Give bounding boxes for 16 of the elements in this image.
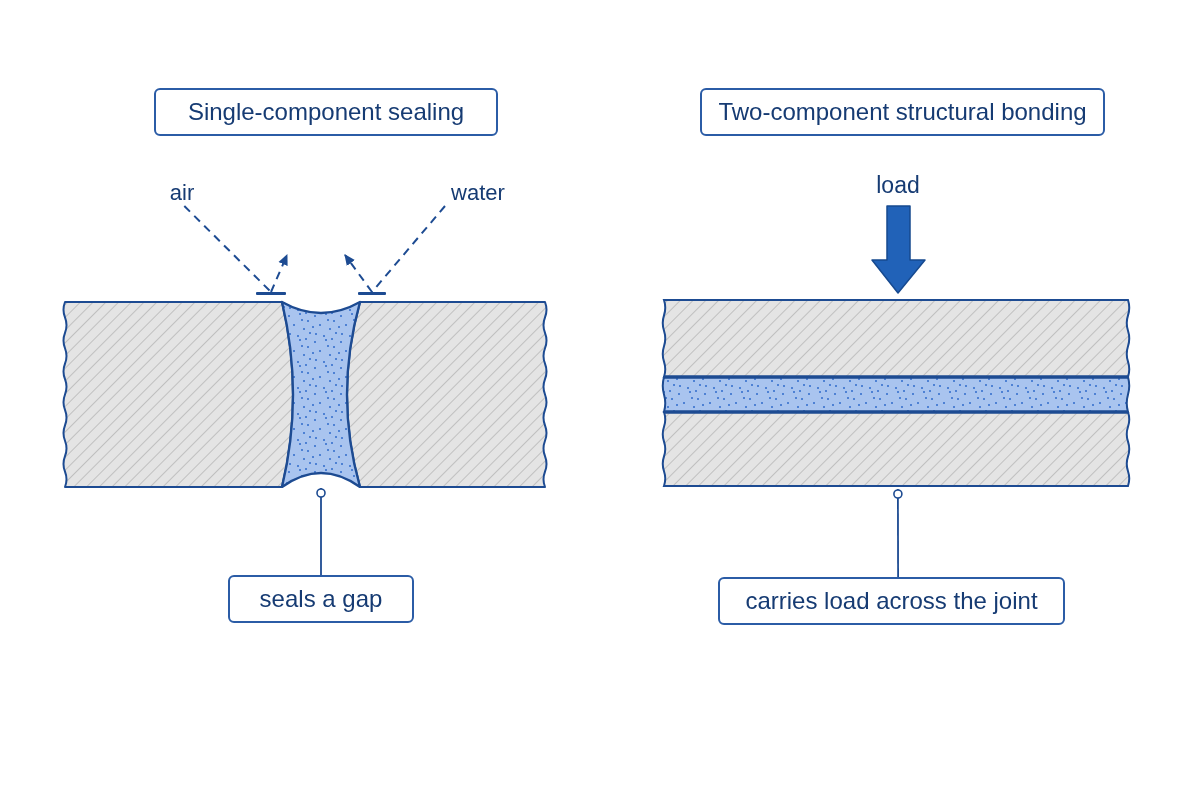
dashed-line [183,205,272,293]
medium-label: water [445,180,511,206]
leader-line [316,487,326,576]
force-label: load [875,171,921,199]
callout-box: seals a gap [228,575,414,623]
title-box: Single-component sealing [154,88,498,136]
medium-label: air [159,180,205,206]
bonded-joint-cross-section [660,297,1132,489]
surface-mark [256,292,286,295]
surface-mark [358,292,386,295]
title-box: Two-component structural bonding [700,88,1105,136]
callout-box: carries load across the joint [718,577,1065,625]
sealant-bead [280,300,362,488]
leader-line [893,488,903,578]
dashed-arrow [344,254,373,293]
dashed-arrow [270,254,288,293]
